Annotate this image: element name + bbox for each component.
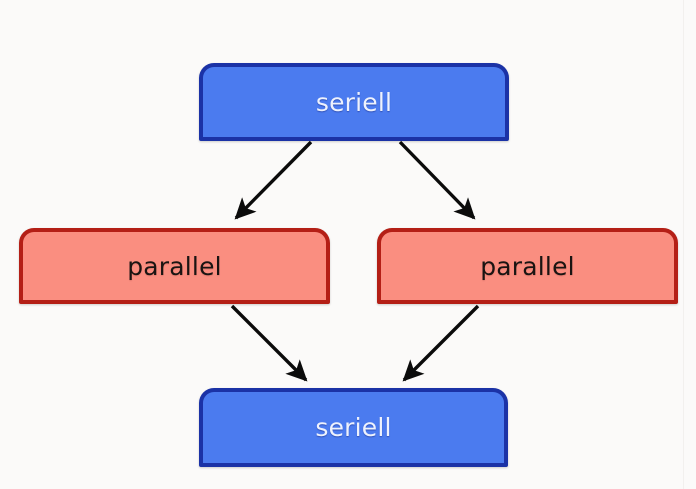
edge-serial-top-to-parallel-left [234,140,313,220]
node-parallel-right[interactable]: parallel [377,228,678,304]
node-label: seriell [315,413,392,442]
node-label: seriell [315,87,393,117]
edge-parallel-left-to-serial-bottom [230,304,308,382]
edge-serial-top-to-parallel-right [398,140,476,220]
node-serial-bottom[interactable]: seriell [199,388,508,467]
node-label: parallel [480,251,575,281]
right-edge-seam [683,0,684,489]
node-parallel-left[interactable]: parallel [19,228,330,304]
edge-parallel-right-to-serial-bottom [402,304,480,382]
node-label: parallel [127,251,222,281]
node-serial-top[interactable]: seriell [199,63,509,141]
